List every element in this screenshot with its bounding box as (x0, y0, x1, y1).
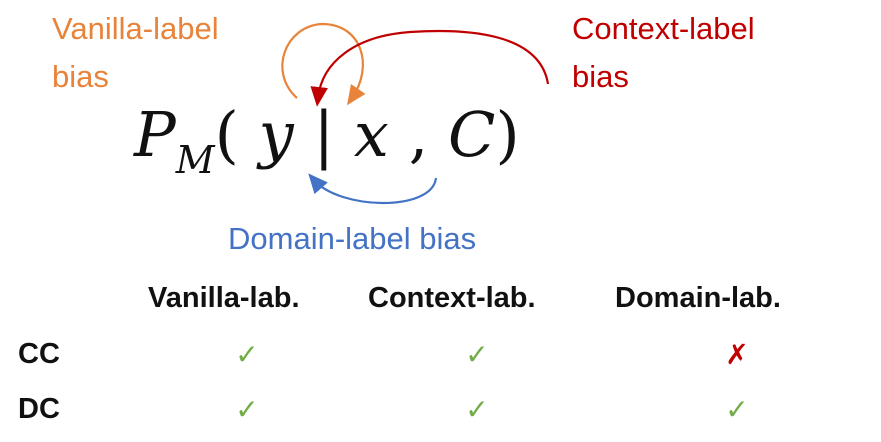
domain-bias-arrow (308, 173, 438, 204)
column-header-vanilla: Vanilla-lab. (148, 282, 300, 314)
vanilla-bias-arrow (281, 22, 366, 106)
formula-subscript-m: M (175, 138, 215, 183)
context-label-bias-line2: bias (572, 59, 629, 94)
row-label-cc: CC (18, 338, 60, 370)
formula-y: y (258, 98, 294, 171)
formula-rparen: ) (495, 98, 520, 171)
domain-label-bias: Domain-label bias (228, 221, 477, 256)
cc-domain-cross-icon: ✗ (725, 338, 749, 371)
context-label-bias-line1: Context-label (572, 11, 755, 46)
context-bias-arrow (310, 29, 550, 107)
formula: PM( y | x , C) (134, 104, 520, 180)
vanilla-label-bias-line1: Vanilla-label (52, 11, 219, 46)
cc-vanilla-check-icon: ✓ (235, 338, 259, 371)
column-header-domain: Domain-lab. (615, 282, 781, 314)
vanilla-label-bias-line2: bias (52, 59, 109, 94)
dc-context-check-icon: ✓ (465, 393, 489, 426)
formula-p: P (134, 98, 176, 171)
row-label-dc: DC (18, 393, 60, 425)
column-header-context: Context-lab. (368, 282, 536, 314)
formula-lparen: ( (214, 98, 239, 171)
formula-c: C (448, 98, 496, 171)
formula-bar: | (313, 98, 335, 171)
cc-context-check-icon: ✓ (465, 338, 489, 371)
dc-vanilla-check-icon: ✓ (235, 393, 259, 426)
formula-x: x (353, 98, 389, 171)
formula-comma: , (408, 98, 429, 171)
dc-domain-check-icon: ✓ (725, 393, 749, 426)
